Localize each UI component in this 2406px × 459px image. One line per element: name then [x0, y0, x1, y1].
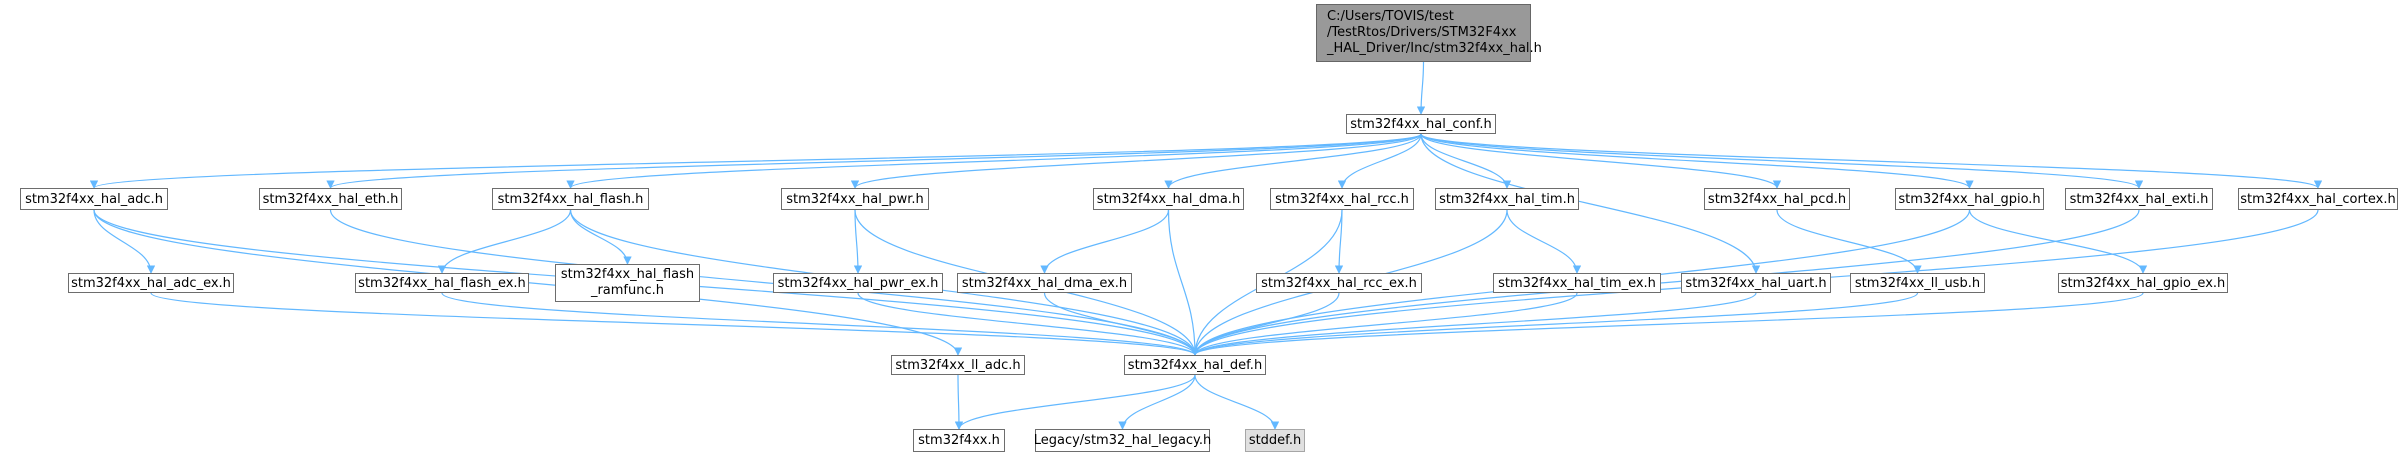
edge-root-to-conf — [1416, 61, 1426, 115]
edge-dma-to-dma_ex — [1040, 209, 1170, 274]
edge-conf-to-dma — [1164, 133, 1422, 189]
node-hal-conf[interactable]: stm32f4xx_hal_conf.h — [1346, 114, 1496, 134]
node-hal-uart[interactable]: stm32f4xx_hal_uart.h — [1681, 273, 1831, 293]
node-ll-usb[interactable]: stm32f4xx_ll_usb.h — [1850, 273, 1985, 293]
node-hal-pcd[interactable]: stm32f4xx_hal_pcd.h — [1704, 188, 1850, 210]
edge-ll_adc-to-stm32f4xx — [954, 374, 964, 430]
node-hal-def[interactable]: stm32f4xx_hal_def.h — [1124, 355, 1266, 375]
edge-conf-to-cortex — [1420, 133, 2322, 189]
edge-ll_usb-to-def — [1190, 292, 1919, 356]
node-hal-pwr[interactable]: stm32f4xx_hal_pwr.h — [781, 188, 929, 210]
edge-pwr-to-pwr_ex — [853, 209, 863, 274]
node-hal-exti[interactable]: stm32f4xx_hal_exti.h — [2065, 188, 2213, 210]
edge-conf-to-tim — [1420, 133, 1512, 189]
node-hal-eth[interactable]: stm32f4xx_hal_eth.h — [259, 188, 402, 210]
edge-gpio_ex-to-def — [1191, 292, 2144, 356]
node-hal-rcc[interactable]: stm32f4xx_hal_rcc.h — [1270, 188, 1414, 210]
edge-uart-to-def — [1190, 292, 1757, 356]
edge-tim_ex-to-def — [1190, 292, 1578, 356]
edge-exti-to-def — [1190, 209, 2140, 356]
node-hal-rcc-ex[interactable]: stm32f4xx_hal_rcc_ex.h — [1256, 273, 1422, 293]
edge-conf-to-flash — [566, 133, 1422, 189]
node-ll-adc[interactable]: stm32f4xx_ll_adc.h — [891, 355, 1025, 375]
edge-tim-to-tim_ex — [1506, 209, 1582, 274]
edge-adc_ex-to-def — [150, 292, 1199, 356]
root-file-node: C:/Users/TOVIS/test /TestRtos/Drivers/ST… — [1316, 4, 1542, 62]
edge-def-to-legacy — [1118, 374, 1196, 430]
node-hal-flash-ex[interactable]: stm32f4xx_hal_flash_ex.h — [355, 273, 529, 293]
node-hal-gpio-ex[interactable]: stm32f4xx_hal_gpio_ex.h — [2058, 273, 2228, 293]
edge-dma_ex-to-def — [1043, 292, 1200, 356]
edge-flash-to-flash_ramfunc — [569, 209, 632, 265]
node-hal-flash[interactable]: stm32f4xx_hal_flash.h — [492, 188, 649, 210]
edge-flash_ex-to-def — [441, 292, 1199, 356]
edge-def-to-stddef — [1194, 374, 1280, 430]
edge-conf-to-uart — [1420, 133, 1761, 274]
node-hal-adc-ex[interactable]: stm32f4xx_hal_adc_ex.h — [68, 273, 234, 293]
edge-conf-to-pwr — [850, 133, 1422, 189]
node-stm32f4xx[interactable]: stm32f4xx.h — [913, 429, 1005, 452]
node-legacy-hal[interactable]: Legacy/stm32_hal_legacy.h — [1034, 429, 1211, 452]
edge-conf-to-eth — [326, 133, 1422, 189]
edge-conf-to-pcd — [1420, 133, 1782, 189]
node-hal-tim[interactable]: stm32f4xx_hal_tim.h — [1435, 188, 1579, 210]
node-stddef: stddef.h — [1245, 429, 1305, 452]
node-hal-cortex[interactable]: stm32f4xx_hal_cortex.h — [2238, 188, 2398, 210]
edge-adc-to-adc_ex — [93, 209, 156, 274]
node-hal-dma[interactable]: stm32f4xx_hal_dma.h — [1093, 188, 1244, 210]
edge-conf-to-rcc — [1337, 133, 1422, 189]
edge-dma-to-def — [1167, 209, 1200, 356]
edge-pwr_ex-to-def — [857, 292, 1200, 356]
node-hal-tim-ex[interactable]: stm32f4xx_hal_tim_ex.h — [1493, 273, 1661, 293]
node-hal-flash-ramfunc[interactable]: stm32f4xx_hal_flash _ramfunc.h — [555, 264, 700, 302]
edge-def-to-stm32f4xx — [954, 374, 1196, 430]
edge-conf-to-adc — [90, 133, 1422, 189]
node-hal-adc[interactable]: stm32f4xx_hal_adc.h — [20, 188, 168, 210]
edge-flash-to-flash_ex — [437, 209, 572, 274]
node-hal-dma-ex[interactable]: stm32f4xx_hal_dma_ex.h — [957, 273, 1132, 293]
node-hal-gpio[interactable]: stm32f4xx_hal_gpio.h — [1895, 188, 2044, 210]
edge-conf-to-exti — [1420, 133, 2143, 189]
edge-conf-to-gpio — [1420, 133, 1974, 189]
edge-pcd-to-ll_usb — [1776, 209, 1922, 274]
node-hal-pwr-ex[interactable]: stm32f4xx_hal_pwr_ex.h — [773, 273, 943, 293]
